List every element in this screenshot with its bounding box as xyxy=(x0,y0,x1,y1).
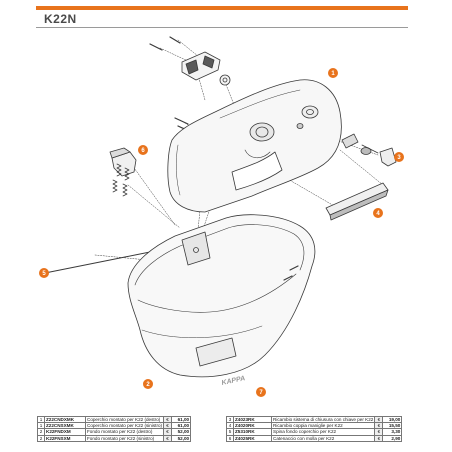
part-description: Coperchio montato per K22 (sinistro) xyxy=(84,422,165,430)
lock-cylinder xyxy=(341,133,397,167)
svg-text:4: 4 xyxy=(376,211,380,217)
part-description: Fondo montato per K22 (sinistro) xyxy=(84,434,165,442)
callout-5: 5 xyxy=(39,268,49,278)
part-description: Catenaccio con molla per K22 xyxy=(270,434,376,442)
part-code: K22FNSXM xyxy=(44,434,86,442)
svg-text:3: 3 xyxy=(397,155,401,161)
header-divider xyxy=(36,27,408,28)
callout-4: 4 xyxy=(373,208,383,218)
svg-text:2: 2 xyxy=(146,382,150,388)
latch-bracket xyxy=(181,51,231,86)
currency-symbol: € xyxy=(163,434,173,442)
part-price: 2,90 xyxy=(382,434,403,442)
svg-text:1: 1 xyxy=(331,71,335,77)
part-description: Fondo montato per K22 (destro) xyxy=(84,428,165,436)
part-qty: 6 xyxy=(226,434,234,442)
page-title: K22N xyxy=(44,12,77,26)
bolt-with-spring xyxy=(109,147,137,197)
callouts: 1 2 3 4 5 6 7 xyxy=(39,68,404,397)
callout-6: 6 xyxy=(138,145,148,155)
svg-text:7: 7 xyxy=(259,390,263,396)
callout-3: 3 xyxy=(394,152,404,162)
part-price: 52,00 xyxy=(171,434,192,442)
svg-text:5: 5 xyxy=(42,271,46,277)
part-code: Z4025RK xyxy=(233,434,272,442)
upper-screws xyxy=(149,36,196,141)
brand-mark: KAPPA xyxy=(221,375,246,387)
callout-7: 7 xyxy=(256,387,266,397)
callout-1: 1 xyxy=(328,68,338,78)
lid xyxy=(167,79,342,213)
currency-symbol: € xyxy=(374,434,384,442)
header-accent-bar xyxy=(36,6,408,10)
part-description: Coperchio montato per K22 (destro) xyxy=(84,415,165,424)
callout-2: 2 xyxy=(143,379,153,389)
exploded-parts-diagram: KAPPA 1 2 3 4 5 6 7 xyxy=(39,36,404,397)
case-base xyxy=(127,214,316,378)
part-qty: 2 xyxy=(37,434,45,442)
svg-text:6: 6 xyxy=(141,148,145,154)
handle-bar xyxy=(325,182,389,221)
part-description: Ricambio sistema di chiusura con chiave … xyxy=(270,415,376,424)
